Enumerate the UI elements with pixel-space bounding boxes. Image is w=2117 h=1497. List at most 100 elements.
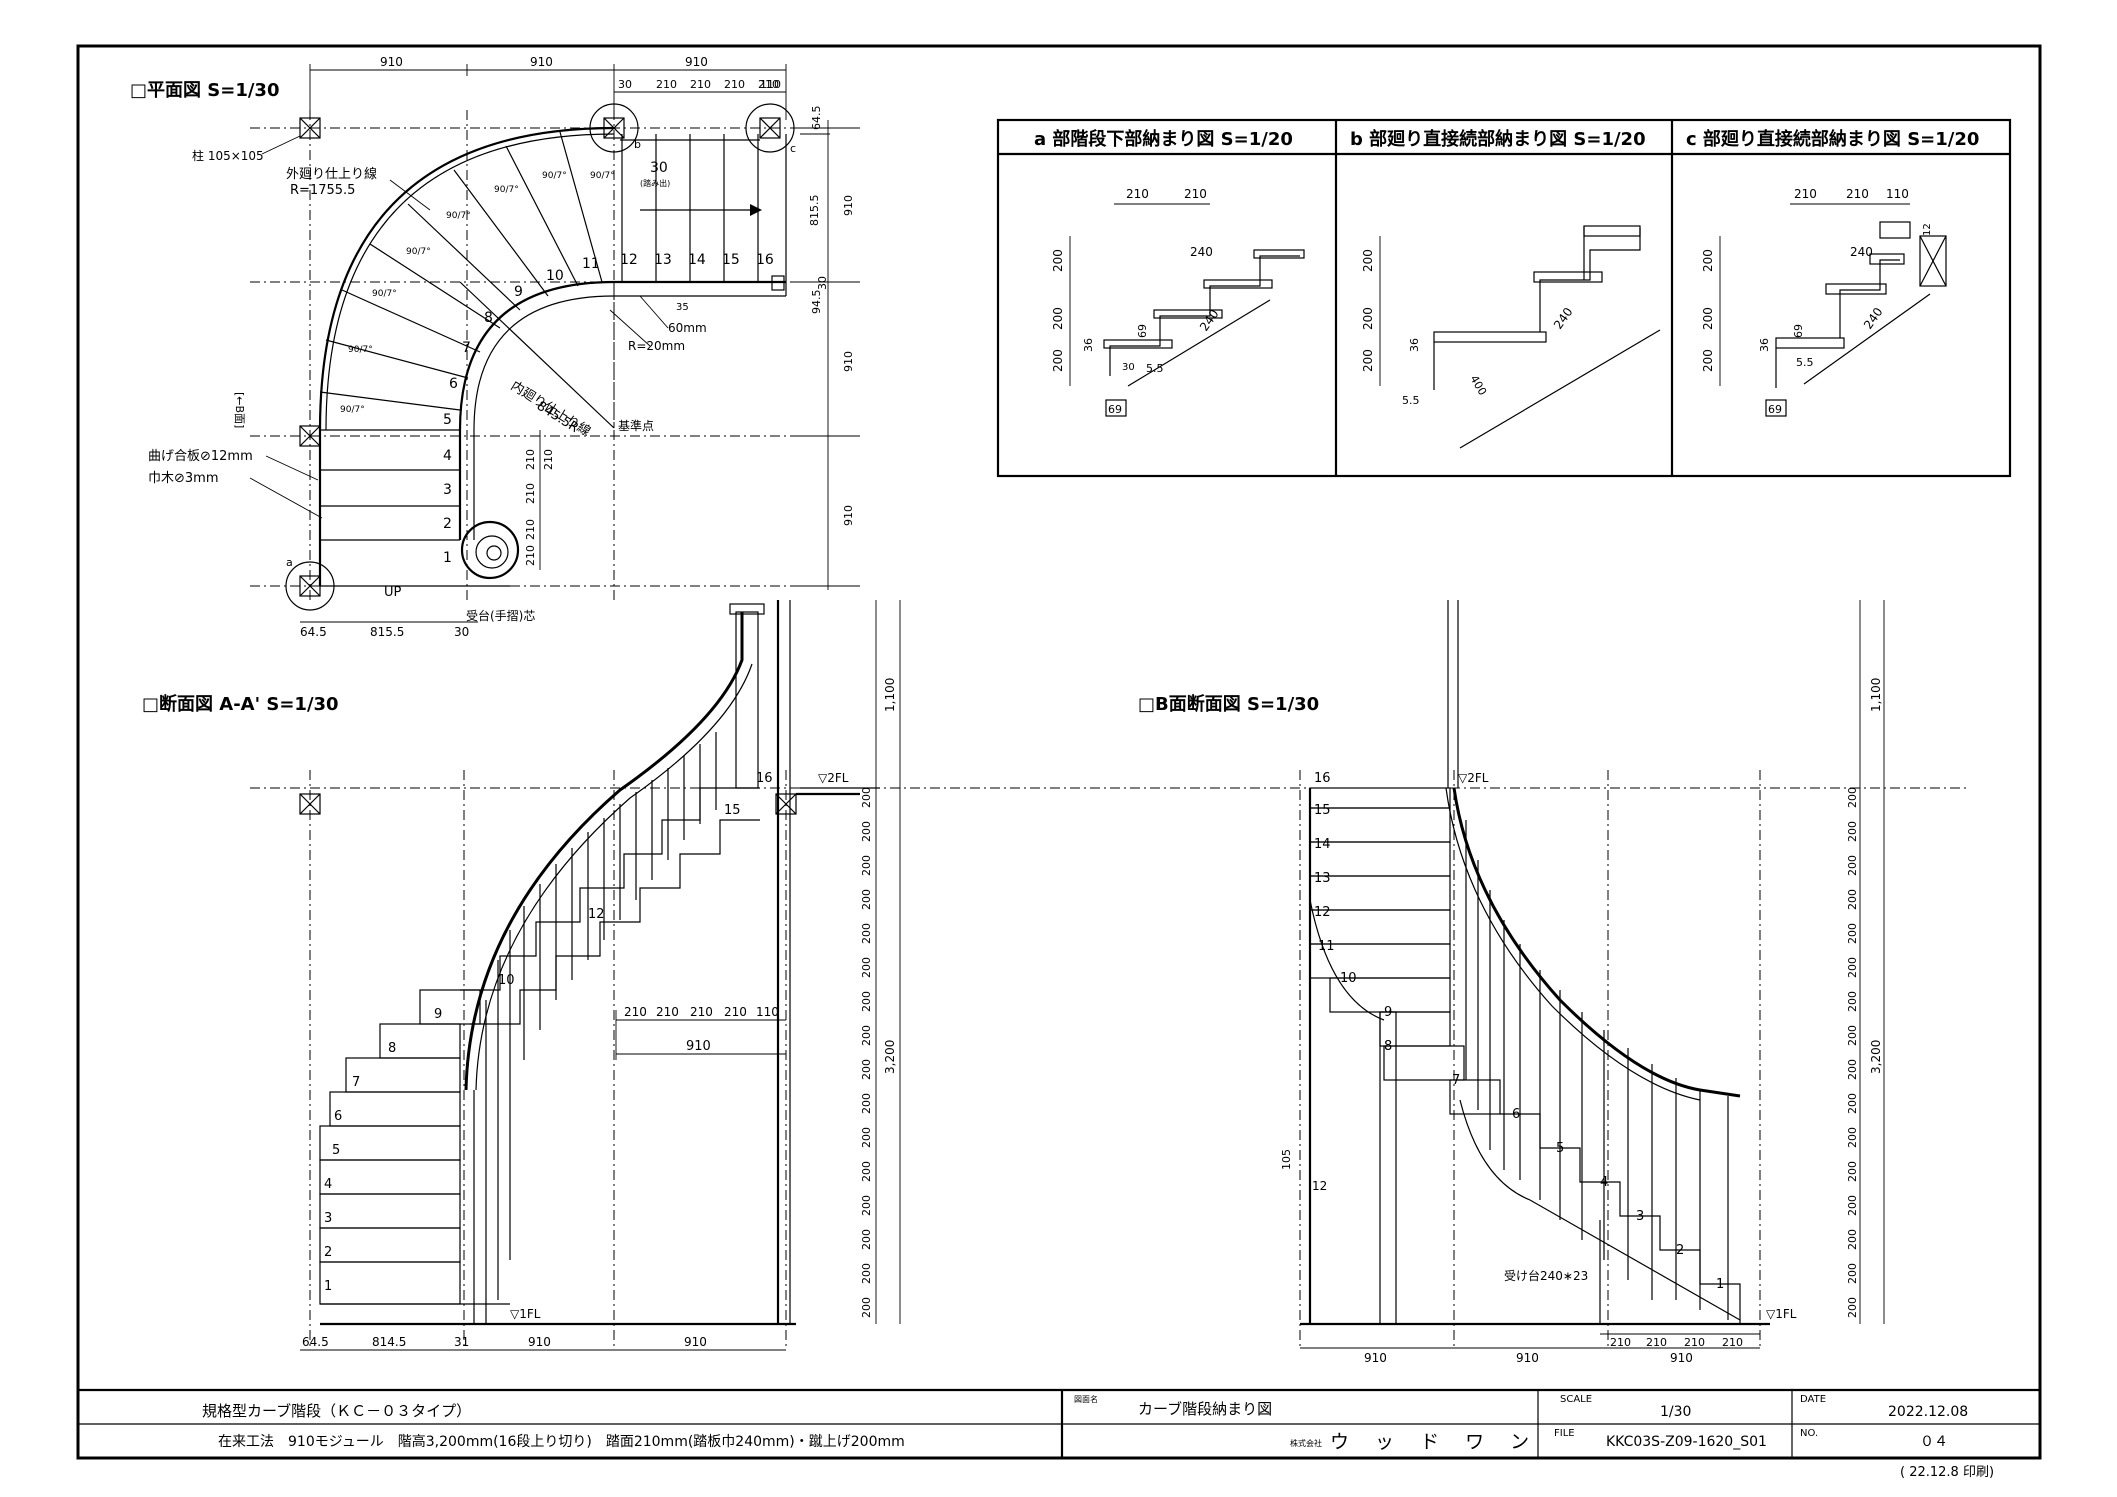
sa-mid-2: 210 <box>656 1005 679 1019</box>
skirting-label: 巾木⊘3mm <box>148 471 219 486</box>
sb-step-6: 6 <box>1512 1107 1520 1122</box>
sa-riser-5: 200 <box>860 923 873 944</box>
a-dim-240-diag: 240 <box>1197 307 1222 334</box>
plan-small-2: 210 <box>524 483 537 504</box>
sa-riser-8: 200 <box>860 1025 873 1046</box>
b-dim-36: 36 <box>1408 338 1421 352</box>
sa-step-5: 5 <box>332 1143 340 1158</box>
sa-mid-3: 210 <box>690 1005 713 1019</box>
detail-a-drawing: 210 210 200 200 200 240 240 69 36 30 5.5… <box>1051 187 1305 417</box>
plan-small-3: 210 <box>524 519 537 540</box>
sb-riser-9: 200 <box>1846 1059 1859 1080</box>
sb-step-10: 10 <box>1340 971 1357 986</box>
sb-step-7: 7 <box>1452 1073 1460 1088</box>
plan-tread-dim-3: 210 <box>690 78 711 91</box>
plan-top-dim-1: 910 <box>380 55 403 69</box>
sb-height-top: 1,100 <box>1869 678 1883 712</box>
product-spec: 在来工法 910モジュール 階高3,200mm(16段上り切り) 踏面210mm… <box>218 1433 905 1450</box>
a-dim-36: 36 <box>1082 338 1095 352</box>
sa-riser-13: 200 <box>860 1195 873 1216</box>
b-dim-55: 5.5 <box>1402 394 1420 407</box>
sa-riser-7: 200 <box>860 991 873 1012</box>
column-marks <box>285 103 795 611</box>
sb-riser-3: 200 <box>1846 855 1859 876</box>
sa-riser-4: 200 <box>860 889 873 910</box>
section-a-balusters <box>473 732 717 1324</box>
plan-small-4: 210 <box>524 545 537 566</box>
sb-step-16: 16 <box>1314 771 1331 786</box>
b-dim-200-3: 200 <box>1361 349 1375 372</box>
base-point-label: 基準点 <box>618 418 654 433</box>
plan-bottom-dim-3: 30 <box>454 625 469 639</box>
sb-step-8: 8 <box>1384 1039 1392 1054</box>
sa-riser-3: 200 <box>860 855 873 876</box>
b-dim-400: 400 <box>1467 373 1489 398</box>
sa-step-8: 8 <box>388 1041 396 1056</box>
section-b: □B面断面図 S=1/30 <box>1138 600 1885 1365</box>
c-dim-110: 110 <box>1886 187 1909 201</box>
sa-riser-11: 200 <box>860 1127 873 1148</box>
a-dim-200-2: 200 <box>1051 307 1065 330</box>
sb-step-5: 5 <box>1556 1141 1564 1156</box>
sb-riser-8: 200 <box>1846 1025 1859 1046</box>
angle-label-1: 90/7° <box>340 405 365 415</box>
detail-b-drawing: 200 200 200 36 5.5 400 240 <box>1361 225 1661 449</box>
plan-step-12: 12 <box>620 252 638 268</box>
sa-riser-2: 200 <box>860 821 873 842</box>
no-label: NO. <box>1800 1428 1818 1439</box>
right-dim-6: 910 <box>842 351 855 372</box>
plan-step-3: 3 <box>443 482 452 498</box>
sb-riser-13: 200 <box>1846 1195 1859 1216</box>
sb-step-2: 2 <box>1676 1243 1684 1258</box>
outer-radius-label: R=1755.5 <box>290 183 355 198</box>
sb-step-1: 1 <box>1716 1277 1724 1292</box>
plan-tread-dim-5: 210 <box>758 78 779 91</box>
section-b-balusters <box>1465 820 1729 1320</box>
c-dim-12: 12 <box>1922 223 1933 236</box>
sa-bottom-1: 64.5 <box>302 1335 329 1349</box>
right-dim-3: 30 <box>816 276 829 290</box>
plan-step-2: 2 <box>443 516 452 532</box>
sa-riser-10: 200 <box>860 1093 873 1114</box>
section-b-step-numbers: 16 15 14 13 12 11 10 9 8 7 6 5 4 3 2 1 <box>1314 771 1724 1292</box>
sb-bottom-5: 210 <box>1684 1336 1705 1349</box>
plan-step-1: 1 <box>443 550 452 566</box>
plan-bottom-dim-1: 64.5 <box>300 625 327 639</box>
section-a-steps <box>319 787 760 1305</box>
sb-riser-5: 200 <box>1846 923 1859 944</box>
sa-step-3: 3 <box>324 1211 332 1226</box>
sb-riser-14: 200 <box>1846 1229 1859 1250</box>
a-dim-69b: 69 <box>1108 403 1122 416</box>
r20-label: R=20mm <box>628 339 685 353</box>
file-value: KKC03S-Z09-1620_S01 <box>1606 1434 1767 1450</box>
plan-bottom-dim-2: 815.5 <box>370 625 404 639</box>
sb-step-12: 12 <box>1314 905 1331 920</box>
sa-riser-15: 200 <box>860 1263 873 1284</box>
section-a-2fl: ▽2FL <box>818 771 849 785</box>
c-dim-36: 36 <box>1758 338 1771 352</box>
scale-label: SCALE <box>1560 1394 1592 1405</box>
sb-bottom-2: 910 <box>1516 1351 1539 1365</box>
plan-treads-straight <box>320 429 460 541</box>
sa-bottom-4: 910 <box>528 1335 551 1349</box>
sa-step-6: 6 <box>334 1109 342 1124</box>
sb-riser-1: 200 <box>1846 787 1859 808</box>
angle-label-5: 90/7° <box>446 211 471 221</box>
sa-step-15: 15 <box>724 803 741 818</box>
sa-riser-14: 200 <box>860 1229 873 1250</box>
sa-mid-total: 910 <box>686 1039 711 1054</box>
plan-step-9: 9 <box>514 284 523 300</box>
sheet-border <box>76 44 2042 1460</box>
sb-step-14: 14 <box>1314 837 1331 852</box>
section-b-handrail <box>1452 787 1741 1098</box>
company-prefix: 株式会社 <box>1290 1438 1322 1448</box>
a-dim-55: 5.5 <box>1146 362 1164 375</box>
company-name: ウ ッ ド ワ ン <box>1330 1431 1539 1453</box>
sa-bottom-2: 814.5 <box>372 1335 406 1349</box>
detail-a-title: a 部階段下部納まり図 S=1/20 <box>1034 128 1293 150</box>
plan-view: □平面図 S=1/30 910 910 910 30 210 210 210 2… <box>130 55 860 639</box>
outer-curve <box>318 126 615 431</box>
sa-mid-1: 210 <box>624 1005 647 1019</box>
c-dim-240: 240 <box>1850 245 1873 259</box>
plan-tread-dim-4: 210 <box>724 78 745 91</box>
